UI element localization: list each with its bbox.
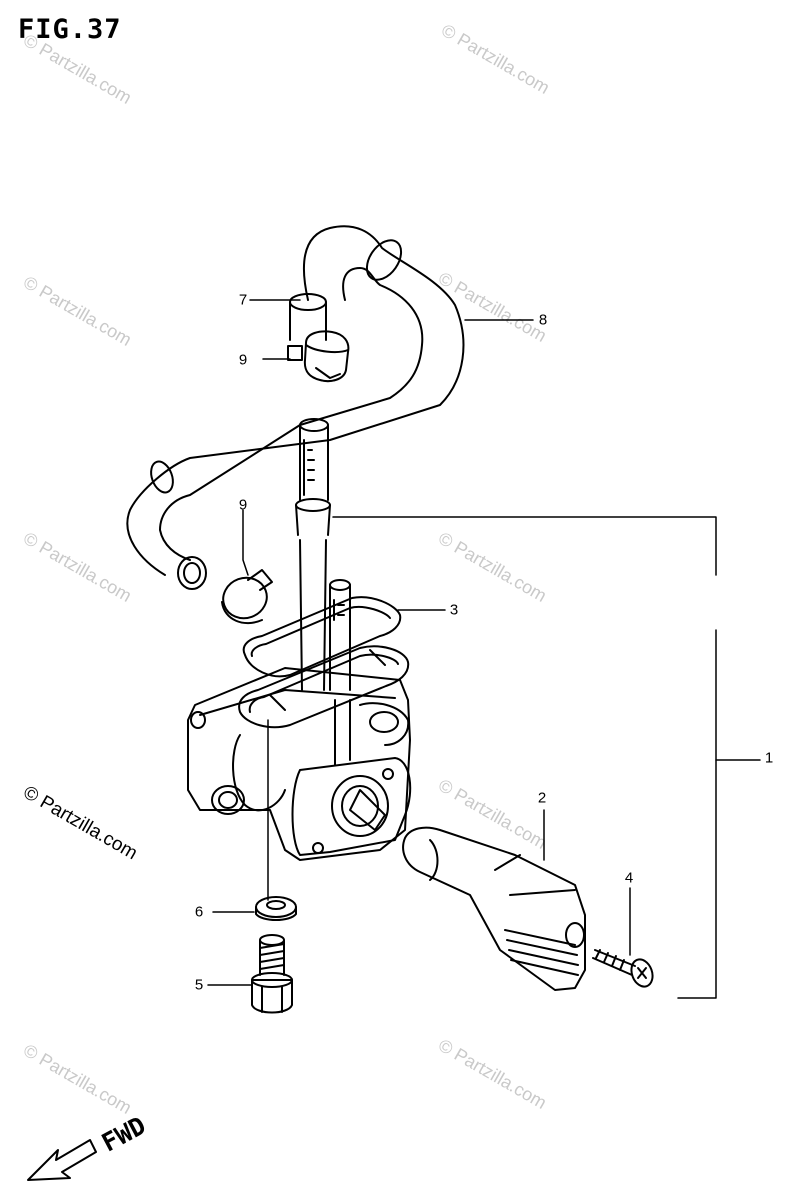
- fuel-pickup-tube: [296, 419, 330, 690]
- lever-2: [403, 828, 585, 990]
- fuel-cock-body: [188, 668, 410, 860]
- washer-6: [256, 897, 296, 920]
- screw-4: [593, 950, 656, 990]
- callout-9: 9: [238, 496, 248, 514]
- bolt-5: [252, 935, 292, 1013]
- callout-6: 6: [194, 903, 204, 921]
- callout-3: 3: [449, 601, 459, 619]
- callout-1: 1: [764, 749, 774, 767]
- clamp-9-upper: [288, 331, 348, 381]
- callout-8: 8: [538, 311, 548, 329]
- clamp-9-lower: [217, 570, 272, 624]
- fwd-arrow-icon: [28, 1140, 96, 1180]
- gasket-3: [239, 597, 408, 727]
- callout-5: 5: [194, 976, 204, 994]
- leader-lines: [208, 300, 760, 998]
- callout-7: 7: [238, 291, 248, 309]
- hose-8: [127, 226, 463, 589]
- callout-4: 4: [624, 869, 634, 887]
- figure-title: FIG.37: [18, 14, 122, 45]
- callout-9: 9: [238, 351, 248, 369]
- callout-2: 2: [537, 789, 547, 807]
